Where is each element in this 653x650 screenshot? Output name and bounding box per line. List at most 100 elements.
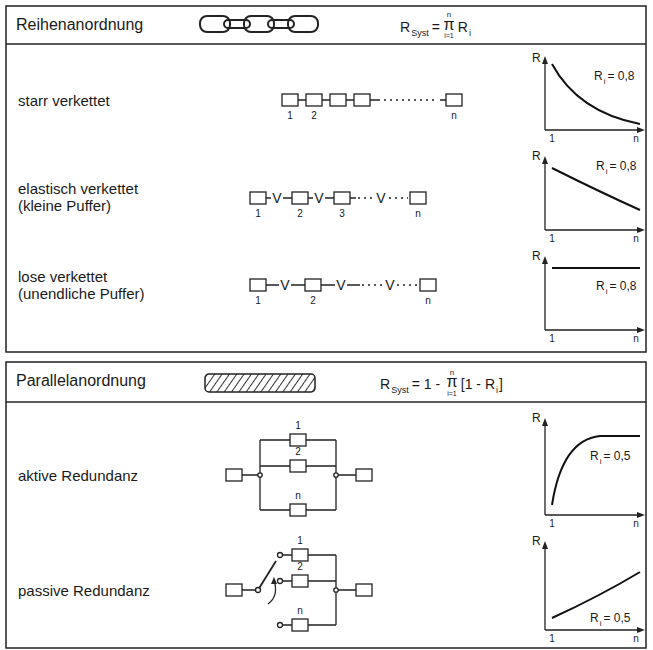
passive-redundancy xyxy=(278,623,283,628)
active-redundancy xyxy=(290,434,306,446)
index-label: 3 xyxy=(339,208,345,220)
index-label: 1 xyxy=(297,535,303,547)
rope-icon xyxy=(205,374,315,392)
row-label: aktive Redundanz xyxy=(18,467,138,484)
formula-text: V xyxy=(314,190,323,206)
rigid-chain xyxy=(282,94,298,106)
active-redundancy xyxy=(356,469,372,481)
index-label: n xyxy=(425,295,431,307)
graph-axis xyxy=(545,60,640,130)
index-label: n xyxy=(633,633,639,645)
index-label: n xyxy=(415,208,421,220)
chain-icon xyxy=(224,20,250,28)
formula-text: R xyxy=(594,70,603,84)
chain-icon xyxy=(200,16,230,32)
active-redundancy xyxy=(226,469,242,481)
formula-text: R xyxy=(532,150,541,164)
elastic-chain xyxy=(334,192,350,204)
index-label: 1 xyxy=(295,420,301,432)
row-label: π xyxy=(443,16,454,34)
axis-arrow xyxy=(637,127,645,133)
formula-text: V xyxy=(336,277,345,293)
index-label: i xyxy=(604,77,606,86)
formula-text: = 0,5 xyxy=(603,450,630,464)
index-label: n xyxy=(633,233,639,245)
index-label: n xyxy=(633,133,639,145)
axis-arrow xyxy=(542,541,548,549)
rigid-chain xyxy=(330,94,346,106)
row-label: elastisch verkettet xyxy=(18,180,138,197)
index-label: 1 xyxy=(549,133,555,145)
formula-text: R xyxy=(532,412,541,426)
axis-arrow xyxy=(542,56,645,633)
index-label: n xyxy=(633,518,639,530)
section-frame xyxy=(6,362,646,648)
formula-text: R xyxy=(532,52,541,66)
passive-redundancy xyxy=(292,619,308,631)
index-label: n xyxy=(295,490,301,502)
loose-chain xyxy=(266,284,360,285)
index-label: 1 xyxy=(549,233,555,245)
passive-redundancy xyxy=(292,575,308,587)
formula-text: R xyxy=(532,535,541,549)
row-label: lose verkettet xyxy=(18,268,107,285)
rigid-chain xyxy=(446,94,462,106)
graph-axis xyxy=(545,160,640,230)
formula-text: = 0,8 xyxy=(609,280,636,294)
axis-arrow xyxy=(542,156,548,164)
graph-axis xyxy=(545,545,640,630)
active-redundancy xyxy=(290,460,306,472)
chain-icon xyxy=(288,16,318,32)
formula-text: V xyxy=(385,277,394,293)
index-label: i=1 xyxy=(447,390,457,398)
index-label: 1 xyxy=(549,633,555,645)
reliability-curve xyxy=(552,267,640,269)
rigid-chain xyxy=(282,94,462,106)
index-label: 2 xyxy=(297,208,303,220)
row-label: π xyxy=(446,373,457,391)
active-redundancy xyxy=(334,473,338,477)
passive-redundancy xyxy=(258,561,276,590)
index-label: i=1 xyxy=(444,32,454,40)
reliability-curve xyxy=(552,64,640,618)
chain-icon xyxy=(200,16,318,32)
formula-text: R xyxy=(596,280,605,294)
index-label: i xyxy=(600,457,602,466)
section-frame xyxy=(6,43,646,45)
row-label: (unendliche Puffer) xyxy=(18,285,144,302)
formula-text: = xyxy=(432,19,440,35)
axis-arrow xyxy=(542,56,548,64)
formula-text: R xyxy=(458,19,468,35)
formula-text: [1 - R xyxy=(461,376,495,392)
active-redundancy xyxy=(242,440,356,510)
passive-redundancy xyxy=(226,584,242,596)
index-label: 1 xyxy=(255,295,261,307)
index-label: Syst xyxy=(391,385,409,395)
index-label: 2 xyxy=(295,446,301,458)
formula-text: R xyxy=(400,19,410,35)
formula-text: ] xyxy=(499,376,503,392)
reliability-curve xyxy=(552,64,640,124)
rigid-chain xyxy=(298,99,446,100)
axis-arrow xyxy=(637,227,645,233)
axis-arrow xyxy=(637,627,645,633)
formula-text: = 1 - xyxy=(412,376,440,392)
index-label: n xyxy=(633,333,639,345)
graph-axis xyxy=(545,422,640,515)
section-frame xyxy=(6,6,646,352)
formula-text: R xyxy=(532,250,541,264)
formula-text: R xyxy=(380,376,390,392)
row-label: passive Redundanz xyxy=(18,582,150,599)
formula-text: R xyxy=(590,612,599,626)
active-redundancy xyxy=(290,504,306,516)
formula-text: = 0,8 xyxy=(609,160,636,174)
index-label: 1 xyxy=(287,110,293,122)
chain-icon xyxy=(244,16,274,32)
elastic-chain xyxy=(250,192,266,204)
active-redundancy xyxy=(258,473,262,477)
reliability-curve xyxy=(552,436,640,505)
passive-redundancy xyxy=(278,553,283,558)
index-label: i xyxy=(469,28,471,38)
formula-text: V xyxy=(376,190,385,206)
row-label: starr verkettet xyxy=(18,92,110,109)
